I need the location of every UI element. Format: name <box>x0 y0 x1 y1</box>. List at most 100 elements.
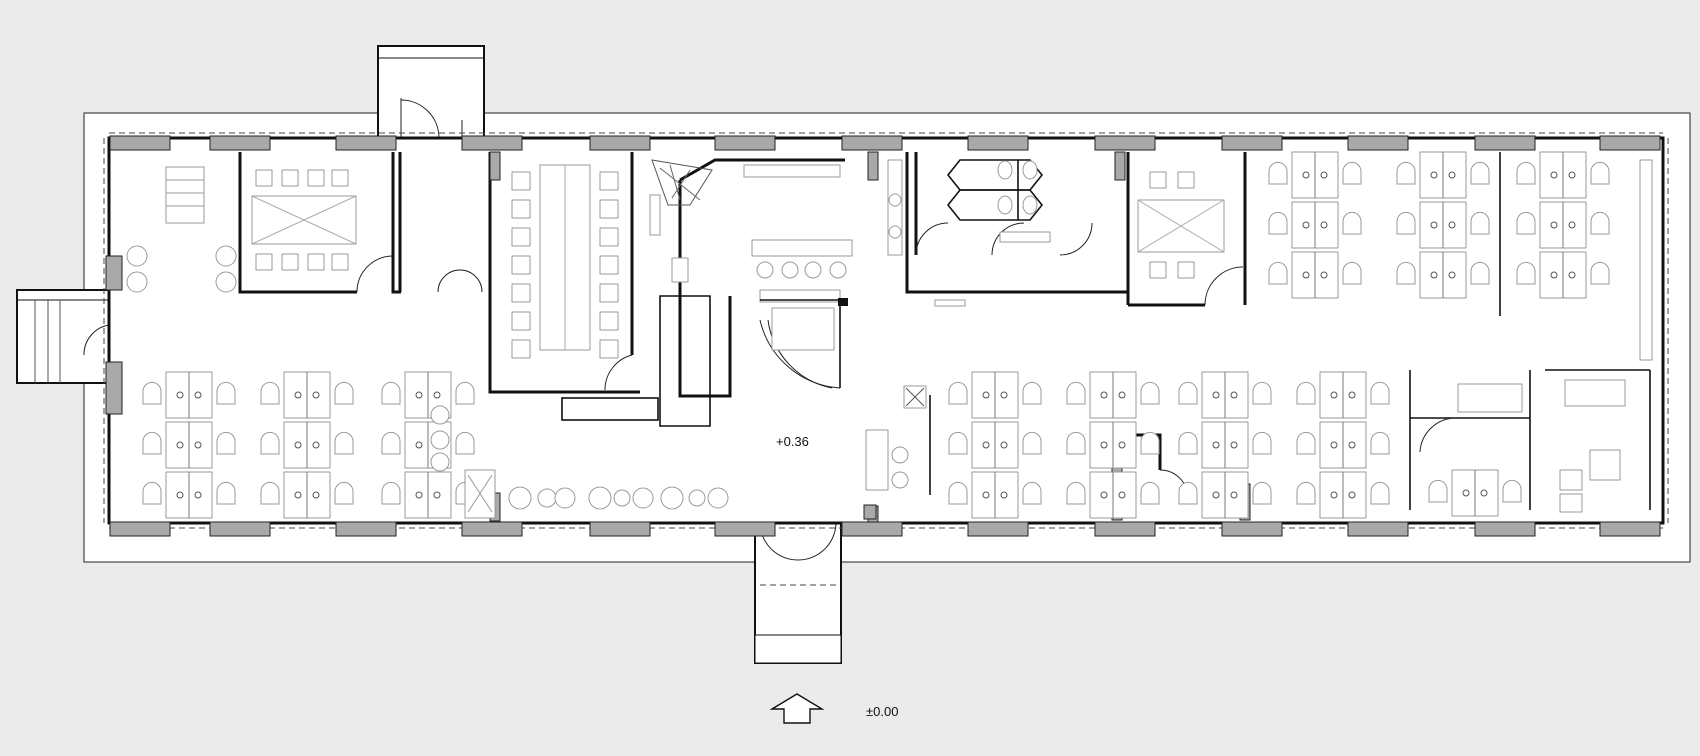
desk-lamp <box>1550 171 1558 179</box>
facade-pier <box>1094 521 1156 537</box>
facade-pier <box>589 135 651 151</box>
desk-lamp <box>312 441 320 449</box>
north-facade-piers <box>109 135 1661 151</box>
desk-lamp <box>1550 221 1558 229</box>
facade-pier <box>335 135 397 151</box>
desk-lamp <box>1568 171 1576 179</box>
desk-lamp <box>982 491 990 499</box>
facade-pier <box>1599 521 1661 537</box>
desk-lamp <box>1000 391 1008 399</box>
desk-lamp <box>1448 271 1456 279</box>
chair <box>142 431 162 455</box>
desk-lamp <box>1462 489 1470 497</box>
chair <box>1470 261 1490 285</box>
boardroom-chair <box>511 311 531 331</box>
chair <box>260 431 280 455</box>
south-entrance-ramp <box>754 504 842 664</box>
desk-lamp <box>176 491 184 499</box>
storage-shelf-nw <box>165 166 205 224</box>
chair <box>1370 431 1390 455</box>
facade-pier <box>335 521 397 537</box>
chair <box>260 381 280 405</box>
chair <box>334 481 354 505</box>
furniture-layer <box>126 151 1610 519</box>
desk-lamp <box>1568 221 1576 229</box>
desk-lamp <box>1430 221 1438 229</box>
lounge-chair <box>126 271 148 293</box>
desk-lamp <box>415 441 423 449</box>
chair <box>1022 431 1042 455</box>
facade-pier <box>109 135 171 151</box>
desk-lamp <box>1550 271 1558 279</box>
desk-lamp <box>1320 171 1328 179</box>
chair <box>1066 381 1086 405</box>
desk-lamp <box>1348 441 1356 449</box>
north-vestibule <box>377 45 485 140</box>
interior-level-label: +0.36 <box>776 434 809 449</box>
facade-pier <box>589 521 651 537</box>
desk-lamp <box>294 491 302 499</box>
desk-lamp <box>1230 441 1238 449</box>
desk-lamp <box>1230 391 1238 399</box>
chair <box>1470 161 1490 185</box>
chair <box>1396 211 1416 235</box>
chair <box>948 481 968 505</box>
chair <box>1370 381 1390 405</box>
chair <box>1428 479 1448 503</box>
chair <box>1140 481 1160 505</box>
chair <box>1252 381 1272 405</box>
lounge-chair <box>430 452 450 472</box>
facade-pier <box>1221 135 1283 151</box>
meeting-chair <box>331 253 349 271</box>
boardroom-chair <box>599 171 619 191</box>
chair <box>1396 161 1416 185</box>
chair <box>260 481 280 505</box>
south-facade-piers <box>109 521 1661 537</box>
chair <box>381 481 401 505</box>
facade-pier <box>967 135 1029 151</box>
facade-pier <box>109 521 171 537</box>
table-diag <box>251 195 357 245</box>
facade-pier <box>1347 521 1409 537</box>
desk-lamp <box>294 441 302 449</box>
desk-lamp <box>1330 441 1338 449</box>
desk-lamp <box>312 391 320 399</box>
desk-lamp <box>176 441 184 449</box>
desk-lamp <box>1100 491 1108 499</box>
meeting-chair <box>331 169 349 187</box>
meeting-chair <box>307 253 325 271</box>
chair <box>1502 479 1522 503</box>
desk-lamp <box>1100 441 1108 449</box>
desk-lamp <box>415 491 423 499</box>
plant-feature <box>651 159 841 206</box>
boardroom-chair <box>599 283 619 303</box>
facade-pier <box>841 135 903 151</box>
chair <box>1342 161 1362 185</box>
desk-lamp <box>1448 221 1456 229</box>
chair <box>1396 261 1416 285</box>
table-diag <box>1137 199 1225 253</box>
chair <box>1516 161 1536 185</box>
service-cabinet <box>863 385 927 520</box>
desk-lamp <box>1000 441 1008 449</box>
lounge-chair <box>126 245 148 267</box>
west-entrance-steps <box>16 289 110 384</box>
desk-lamp <box>1302 221 1310 229</box>
desk-lamp <box>433 391 441 399</box>
sofa-se <box>1457 159 1653 513</box>
desk-lamp <box>1212 391 1220 399</box>
facade-pier <box>1474 135 1536 151</box>
chair <box>1268 161 1288 185</box>
facade-pier <box>209 135 271 151</box>
desk-lamp <box>176 391 184 399</box>
desk-lamp <box>1118 491 1126 499</box>
facade-pier <box>461 135 523 151</box>
desk-lamp <box>1302 271 1310 279</box>
boardroom-chair <box>511 283 531 303</box>
chair <box>1066 431 1086 455</box>
chair <box>142 381 162 405</box>
chair <box>1342 211 1362 235</box>
meeting-chair <box>1177 261 1195 279</box>
boardroom-chair <box>511 255 531 275</box>
